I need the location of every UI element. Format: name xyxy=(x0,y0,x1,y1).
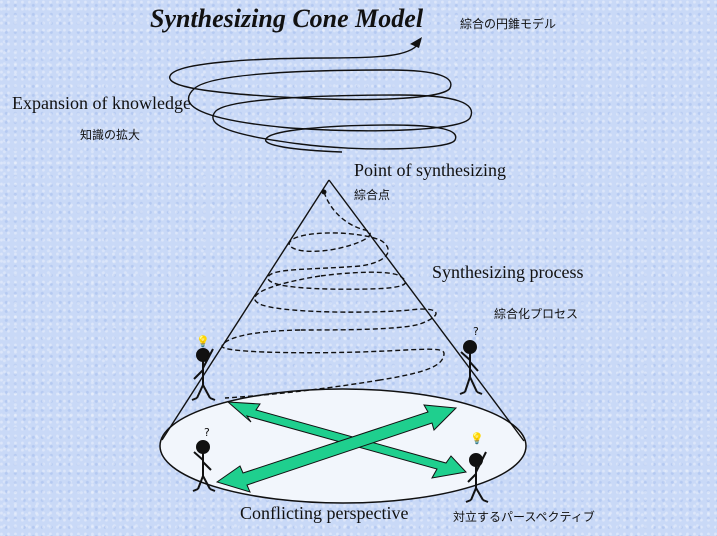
person-icon-left-top: 💡 xyxy=(191,335,216,401)
point-label: Point of synthesizing xyxy=(354,160,506,180)
point-label-jp: 綜合点 xyxy=(354,188,391,202)
expansion-label: Expansion of knowledge xyxy=(12,93,191,113)
expansion-spiral xyxy=(169,43,473,153)
diagram-title: Synthesizing Cone Model xyxy=(150,4,424,33)
process-label-jp: 綜合化プロセス xyxy=(494,307,579,321)
process-spiral xyxy=(221,191,445,399)
svg-text:💡: 💡 xyxy=(196,335,210,348)
cone-left-edge xyxy=(161,179,330,441)
conflicting-label: Conflicting perspective xyxy=(240,503,409,523)
expansion-label-jp: 知識の拡大 xyxy=(80,128,141,142)
svg-text:💡: 💡 xyxy=(470,432,484,445)
svg-text:?: ? xyxy=(204,426,210,439)
conflicting-label-jp: 対立するパースペクティブ xyxy=(453,510,595,524)
person-icon-right-top: ? xyxy=(459,325,483,395)
spiral-arrow-head xyxy=(410,37,422,48)
conflict-arrows xyxy=(215,401,467,493)
diagram-title-jp: 綜合の円錐モデル xyxy=(460,17,557,31)
cone-right-edge xyxy=(328,179,525,442)
process-label: Synthesizing process xyxy=(432,262,584,282)
conflict-arrow-2 xyxy=(215,404,458,493)
person-icon-left-bottom: ? xyxy=(192,426,216,492)
svg-text:?: ? xyxy=(473,325,479,338)
person-icon-right-bottom: 💡 xyxy=(465,432,489,503)
